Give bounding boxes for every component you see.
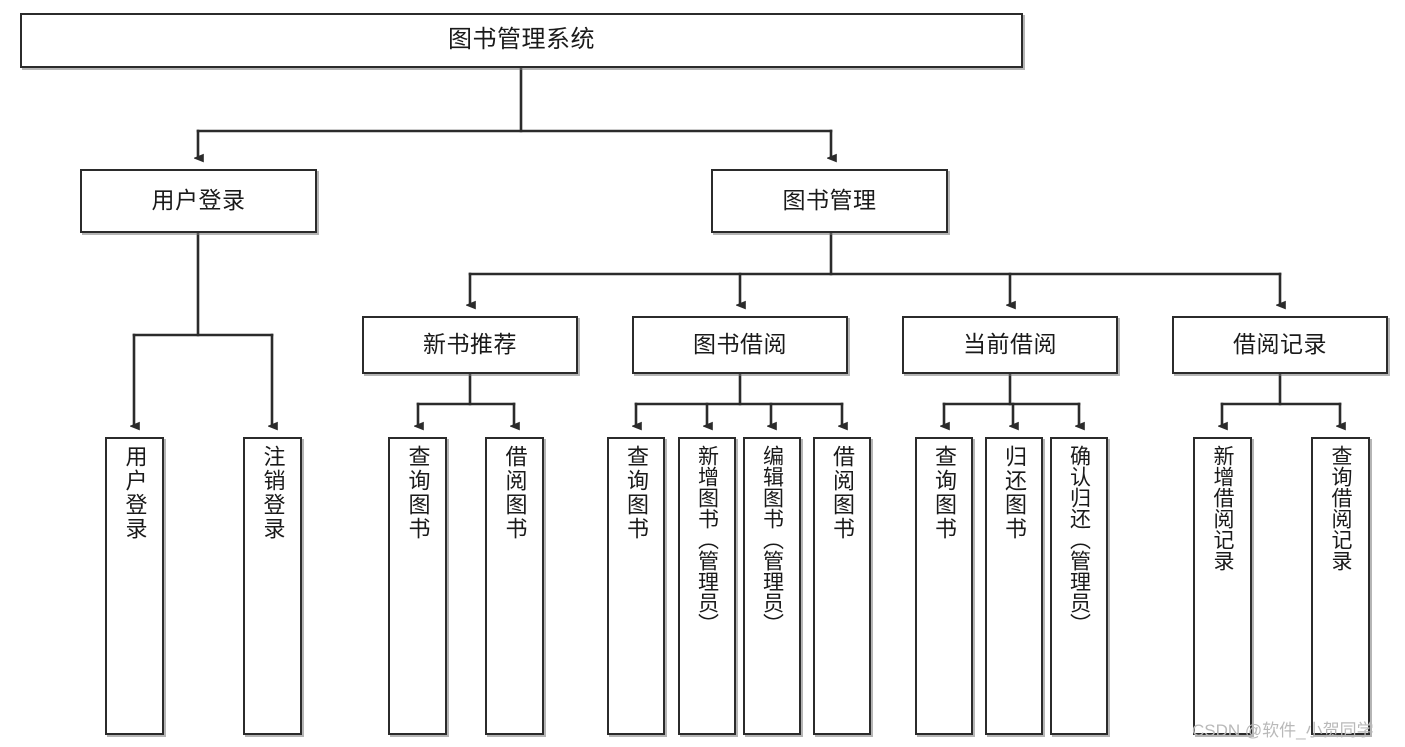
node-label: 查询图书 [405, 445, 431, 541]
node-label: 查询借阅记录 [1329, 445, 1352, 571]
node-borrow-record[interactable]: 借阅记录 [1172, 316, 1388, 374]
node-label: 当前借阅 [963, 331, 1057, 358]
node-label: 注销登录 [260, 445, 286, 541]
node-leaf-add-book-admin[interactable]: 新增图书（管理员） [678, 437, 736, 735]
node-label: 新增借阅记录 [1211, 445, 1234, 571]
node-label: 用户登录 [122, 445, 148, 541]
node-label: 用户登录 [151, 187, 246, 214]
node-leaf-borrow-book-2[interactable]: 借阅图书 [813, 437, 871, 735]
node-leaf-query-book-2[interactable]: 查询图书 [607, 437, 665, 735]
node-root-book-management-system[interactable]: 图书管理系统 [20, 13, 1023, 68]
node-label: 查询图书 [932, 445, 957, 541]
node-label: 确认归还（管理员） [1067, 445, 1091, 634]
node-label: 查询图书 [624, 445, 649, 541]
node-label: 借阅记录 [1233, 331, 1327, 358]
node-label: 图书管理 [782, 187, 877, 214]
csdn-watermark: CSDN @软件_小贺同学 [1192, 721, 1374, 740]
node-user-login[interactable]: 用户登录 [80, 169, 317, 233]
node-leaf-query-book-3[interactable]: 查询图书 [915, 437, 973, 735]
node-leaf-query-borrow-record[interactable]: 查询借阅记录 [1311, 437, 1370, 735]
node-book-manage[interactable]: 图书管理 [711, 169, 948, 233]
node-current-borrow[interactable]: 当前借阅 [902, 316, 1118, 374]
node-leaf-add-borrow-record[interactable]: 新增借阅记录 [1193, 437, 1252, 735]
node-label: 新增图书（管理员） [695, 445, 719, 634]
node-label: 新书推荐 [423, 331, 517, 358]
node-leaf-return-book[interactable]: 归还图书 [985, 437, 1043, 735]
node-leaf-query-book-1[interactable]: 查询图书 [388, 437, 447, 735]
node-label: 图书管理系统 [448, 26, 595, 54]
node-leaf-borrow-book-1[interactable]: 借阅图书 [485, 437, 544, 735]
node-label: 归还图书 [1002, 445, 1027, 541]
node-new-book-recommend[interactable]: 新书推荐 [362, 316, 578, 374]
node-leaf-confirm-return-admin[interactable]: 确认归还（管理员） [1050, 437, 1108, 735]
node-label: 编辑图书（管理员） [760, 445, 784, 634]
node-label: 图书借阅 [693, 331, 787, 358]
node-book-borrow[interactable]: 图书借阅 [632, 316, 848, 374]
node-leaf-logout-login[interactable]: 注销登录 [243, 437, 302, 735]
node-label: 借阅图书 [502, 445, 528, 541]
node-leaf-edit-book-admin[interactable]: 编辑图书（管理员） [743, 437, 801, 735]
node-label: 借阅图书 [830, 445, 855, 541]
node-leaf-user-login[interactable]: 用户登录 [105, 437, 164, 735]
